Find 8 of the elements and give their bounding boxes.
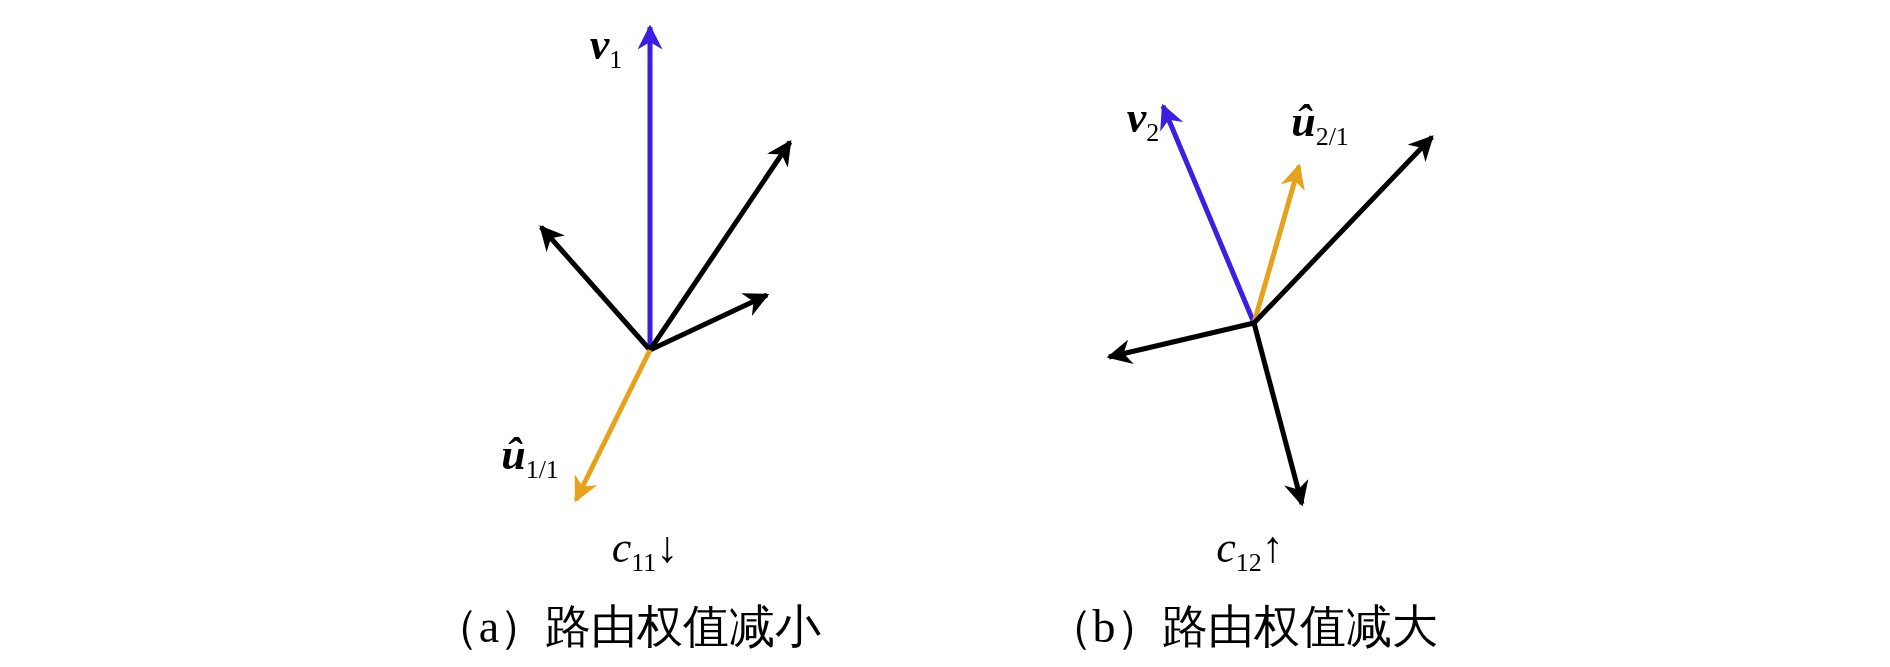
coefficient-label: c$_{11}$↓ (611, 525, 679, 577)
vector-label: û$_{2/1}$ (1291, 99, 1349, 151)
vector-label: v$_{1}$ (589, 22, 623, 74)
caption: （a）路由权值减小 (432, 604, 822, 650)
vector-label: û$_{1/1}$ (501, 432, 559, 484)
caption: （b）路由权值减大 (1046, 604, 1438, 650)
coefficient-label: c$_{12}$↑ (1216, 525, 1284, 577)
vector-label: v$_{2}$ (1126, 95, 1160, 147)
